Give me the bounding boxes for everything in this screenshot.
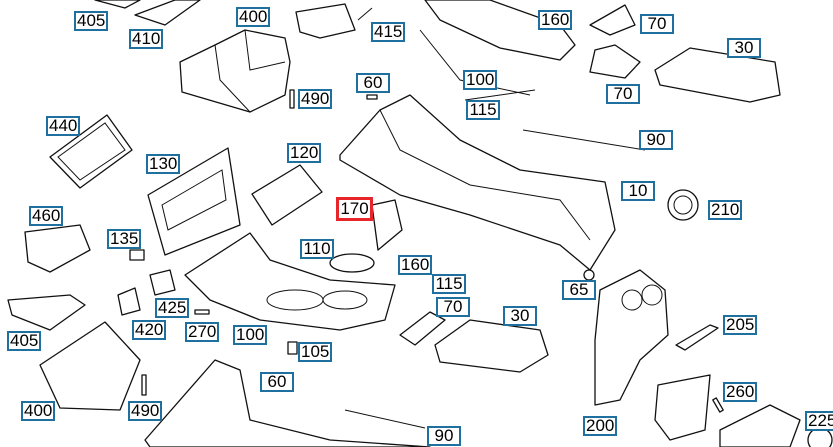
part-225-vent (719, 404, 801, 447)
part-105-clip (287, 341, 298, 355)
part-260-screw (712, 397, 724, 413)
callout-30[interactable]: 30 (503, 306, 537, 326)
callout-70[interactable]: 70 (436, 297, 470, 317)
callout-420[interactable]: 420 (132, 320, 167, 340)
part-200-rear-console (594, 269, 669, 406)
callout-400[interactable]: 400 (21, 401, 56, 421)
callout-205[interactable]: 205 (723, 315, 758, 335)
callout-135[interactable]: 135 (107, 229, 142, 249)
callout-410[interactable]: 410 (129, 29, 164, 49)
callout-200[interactable]: 200 (583, 416, 618, 436)
callout-425[interactable]: 425 (155, 298, 190, 318)
part-110-ring (329, 253, 375, 273)
part-rear-bin (654, 374, 711, 441)
part-490-screw (289, 89, 295, 109)
part-lower-console (144, 359, 431, 447)
callout-120[interactable]: 120 (287, 143, 322, 163)
part-420-socket (117, 287, 141, 316)
callout-460[interactable]: 460 (29, 206, 64, 226)
part-410-seal (134, 0, 201, 26)
part-65-nut (583, 269, 595, 281)
part-70-latch-mid (589, 44, 641, 79)
part-120-mat (251, 164, 323, 226)
callout-170[interactable]: 170 (336, 197, 373, 221)
part-400-bin-top (179, 29, 291, 113)
callout-110[interactable]: 110 (300, 239, 334, 259)
callout-440[interactable]: 440 (46, 116, 81, 136)
callout-70[interactable]: 70 (606, 84, 640, 104)
callout-105[interactable]: 105 (298, 342, 333, 362)
part-90-rod-top (522, 129, 646, 151)
part-70-latch-low (399, 311, 446, 346)
callout-100[interactable]: 100 (233, 325, 268, 345)
callout-405[interactable]: 405 (7, 331, 42, 351)
callout-160[interactable]: 160 (398, 255, 433, 275)
callout-100[interactable]: 100 (463, 70, 498, 90)
part-270-clip (194, 309, 210, 315)
part-460-tray (24, 224, 91, 273)
callout-490[interactable]: 490 (298, 89, 333, 109)
part-405-mat-top (94, 0, 141, 9)
callout-225[interactable]: 225 (805, 411, 833, 431)
part-135-switch (129, 249, 145, 261)
callout-405[interactable]: 405 (74, 11, 109, 31)
callout-160[interactable]: 160 (538, 10, 573, 30)
part-170-bracket (371, 199, 403, 251)
callout-115[interactable]: 115 (432, 274, 466, 294)
part-405-mat-lower (7, 294, 86, 331)
part-100-top-trim (424, 0, 576, 61)
callout-70[interactable]: 70 (640, 14, 674, 34)
callout-30[interactable]: 30 (727, 38, 761, 58)
callout-10[interactable]: 10 (621, 181, 655, 201)
part-10-console (339, 94, 616, 271)
part-100-lower-trim (184, 232, 396, 331)
part-205-plate (675, 324, 719, 351)
callout-65[interactable]: 65 (562, 280, 596, 300)
part-30-armrest-mid (434, 319, 549, 373)
callout-490[interactable]: 490 (128, 401, 163, 421)
part-210-vent (667, 189, 699, 221)
callout-60[interactable]: 60 (356, 73, 390, 93)
part-30-armrest-top (654, 47, 781, 103)
part-70-latch-top (589, 4, 636, 36)
callout-415[interactable]: 415 (371, 22, 406, 42)
callout-130[interactable]: 130 (146, 154, 181, 174)
part-425-socket (149, 269, 176, 296)
part-490-screw-lower (141, 374, 147, 396)
callout-260[interactable]: 260 (723, 382, 758, 402)
part-415-insert (295, 3, 356, 39)
part-60-screw (366, 94, 378, 100)
callout-115[interactable]: 115 (466, 100, 500, 120)
callout-210[interactable]: 210 (708, 200, 743, 220)
callout-90[interactable]: 90 (427, 426, 461, 446)
callout-90[interactable]: 90 (639, 130, 673, 150)
part-90-rod-bottom (344, 409, 426, 429)
part-400-bin-lower (39, 321, 141, 411)
callout-60[interactable]: 60 (260, 372, 294, 392)
callout-400[interactable]: 400 (236, 7, 271, 27)
callout-270[interactable]: 270 (185, 322, 220, 342)
